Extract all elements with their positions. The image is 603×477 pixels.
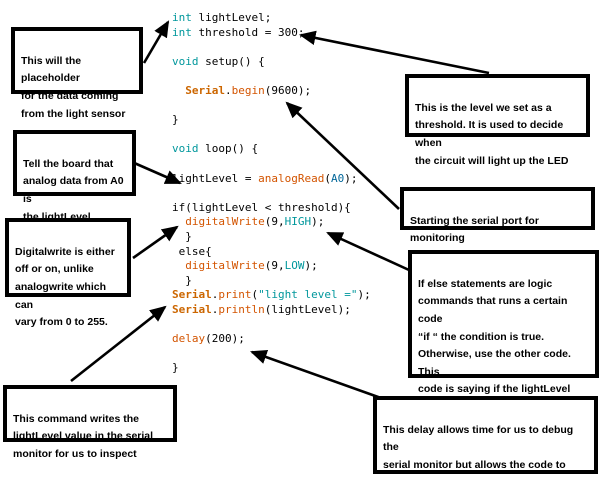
- code-token: (lightLevel);: [264, 302, 351, 316]
- code-token: digitalWrite: [185, 215, 265, 229]
- code-line: void setup() {: [172, 55, 371, 70]
- code-line: Serial.println(lightLevel);: [172, 303, 371, 318]
- annotation-text: This will the placeholder for the data c…: [21, 54, 126, 120]
- annotation-box-placeholder: This will the placeholder for the data c…: [11, 27, 143, 120]
- code-token: Serial: [172, 302, 212, 316]
- code-line: void loop() {: [172, 142, 371, 157]
- code-token: "light level =": [258, 288, 358, 302]
- code-token: }: [172, 113, 179, 127]
- code-line: delay(200);: [172, 332, 371, 347]
- code-line: }: [172, 361, 371, 376]
- annotation-box-serial-begin: Starting the serial port for monitoring …: [400, 187, 595, 262]
- annotation-text: This command writes the lightLevel value…: [13, 412, 154, 460]
- code-token: );: [344, 171, 358, 185]
- code-token: setup() {: [198, 54, 265, 68]
- code-token: Serial: [185, 83, 225, 97]
- code-line: }: [172, 230, 371, 245]
- code-token: lightLevel =: [172, 171, 259, 185]
- code-token: [172, 215, 185, 228]
- code-token: digitalWrite: [185, 259, 265, 273]
- code-token: A0: [330, 171, 345, 185]
- code-token: void: [172, 142, 199, 156]
- code-line: [172, 128, 371, 143]
- code-line: [172, 186, 371, 201]
- code-token: int: [172, 11, 192, 24]
- callout-arrow-note-digitalwrite: [132, 225, 179, 260]
- code-line: digitalWrite(9,HIGH);: [172, 215, 371, 230]
- code-token: }: [172, 361, 179, 375]
- annotation-box-threshold: This is the level we set as a threshold.…: [405, 74, 590, 167]
- code-token: .: [211, 288, 219, 302]
- code-line: Serial.print("light level =");: [172, 288, 371, 303]
- annotation-box-analog-read: Tell the board that analog data from A0 …: [13, 130, 136, 223]
- annotation-box-if-else: If else statements are logic commands th…: [408, 250, 599, 448]
- code-token: }: [172, 273, 192, 287]
- code-token: (9,: [264, 215, 285, 229]
- annotation-text: Digitalwrite is either off or on, unlike…: [15, 245, 115, 329]
- code-line: [172, 347, 371, 362]
- code-token: [172, 259, 185, 272]
- code-token: }: [172, 229, 192, 243]
- code-line: digitalWrite(9,LOW);: [172, 259, 371, 274]
- code-token: [172, 84, 185, 97]
- code-token: println: [218, 302, 265, 316]
- code-token: (9,: [264, 259, 285, 273]
- code-line: [172, 69, 371, 84]
- code-line: [172, 40, 371, 55]
- code-line: lightLevel = analogRead(A0);: [172, 172, 371, 187]
- code-token: (: [251, 288, 259, 302]
- annotation-box-digitalwrite: Digitalwrite is either off or on, unlike…: [5, 218, 131, 328]
- code-token: Serial: [172, 288, 212, 302]
- code-line: else{: [172, 245, 371, 260]
- code-line: Serial.begin(9600);: [172, 84, 371, 99]
- arduino-code: int lightLevel;int threshold = 300; void…: [172, 11, 371, 376]
- code-line: [172, 157, 371, 172]
- code-token: delay: [172, 332, 206, 346]
- code-line: int lightLevel;: [172, 11, 371, 26]
- annotation-box-serial-print: This command writes the lightLevel value…: [3, 385, 177, 460]
- annotation-text: This delay allows time for us to debug t…: [383, 423, 574, 477]
- code-token: analogRead: [258, 171, 325, 185]
- callout-arrow-note-placeholder: [142, 20, 170, 64]
- code-token: LOW: [284, 259, 305, 273]
- code-line: }: [172, 113, 371, 128]
- code-token: threshold = 300;: [191, 25, 305, 39]
- annotation-text: Tell the board that analog data from A0 …: [23, 157, 124, 223]
- code-token: loop() {: [198, 142, 259, 156]
- annotation-text: This is the level we set as a threshold.…: [415, 101, 569, 167]
- code-line: int threshold = 300;: [172, 26, 371, 41]
- code-token: );: [311, 215, 325, 229]
- annotation-box-delay: This delay allows time for us to debug t…: [373, 396, 598, 477]
- code-token: .: [211, 302, 219, 316]
- code-line: }: [172, 274, 371, 289]
- code-token: lightLevel;: [191, 11, 272, 24]
- code-line: if(lightLevel < threshold){: [172, 201, 371, 216]
- code-token: );: [304, 259, 318, 273]
- code-token: );: [357, 288, 371, 302]
- code-token: (: [324, 171, 331, 185]
- code-token: else{: [172, 244, 212, 258]
- code-token: void: [172, 54, 199, 68]
- code-token: print: [218, 288, 252, 302]
- code-token: (9600);: [264, 83, 312, 97]
- code-token: HIGH: [284, 215, 312, 229]
- code-line: [172, 317, 371, 332]
- code-token: begin: [231, 83, 265, 97]
- code-token: (200);: [205, 332, 245, 346]
- code-token: .: [225, 83, 232, 97]
- code-token: int: [172, 25, 192, 39]
- code-token: if(lightLevel < threshold){: [172, 200, 351, 214]
- code-line: [172, 99, 371, 114]
